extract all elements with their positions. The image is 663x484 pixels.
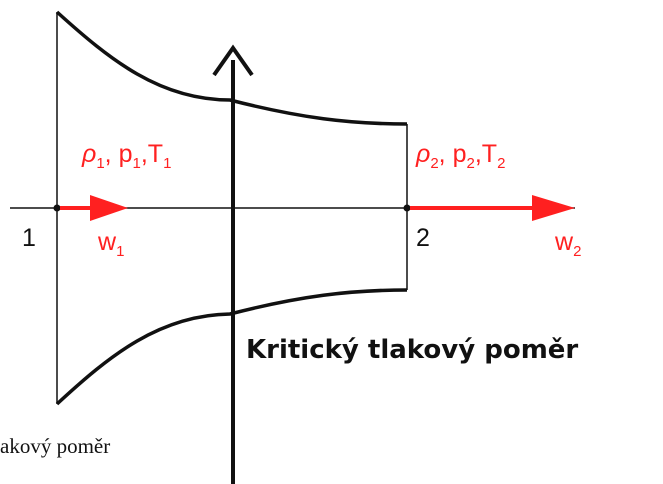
vertical-arrow-head — [212, 44, 254, 77]
outlet-section-number: 2 — [416, 224, 430, 252]
nozzle-lower-wall — [55, 288, 408, 406]
outlet-state-label: ρ2, p2,T2 — [415, 140, 505, 172]
inlet-state-label: ρ1, p1,T1 — [81, 140, 171, 172]
outlet-point — [403, 204, 411, 212]
diagram-title: Kritický tlakový poměr — [246, 335, 578, 365]
inlet-velocity-label: w1 — [97, 228, 124, 260]
outlet-velocity-label: w2 — [554, 228, 581, 260]
inlet-point — [53, 204, 61, 212]
outlet-velocity-arrowhead — [532, 195, 575, 221]
nozzle-upper-wall — [55, 10, 408, 126]
inlet-velocity-arrowhead — [90, 195, 128, 221]
caption-fragment: akový poměr — [0, 434, 110, 458]
inlet-section-number: 1 — [22, 224, 36, 252]
